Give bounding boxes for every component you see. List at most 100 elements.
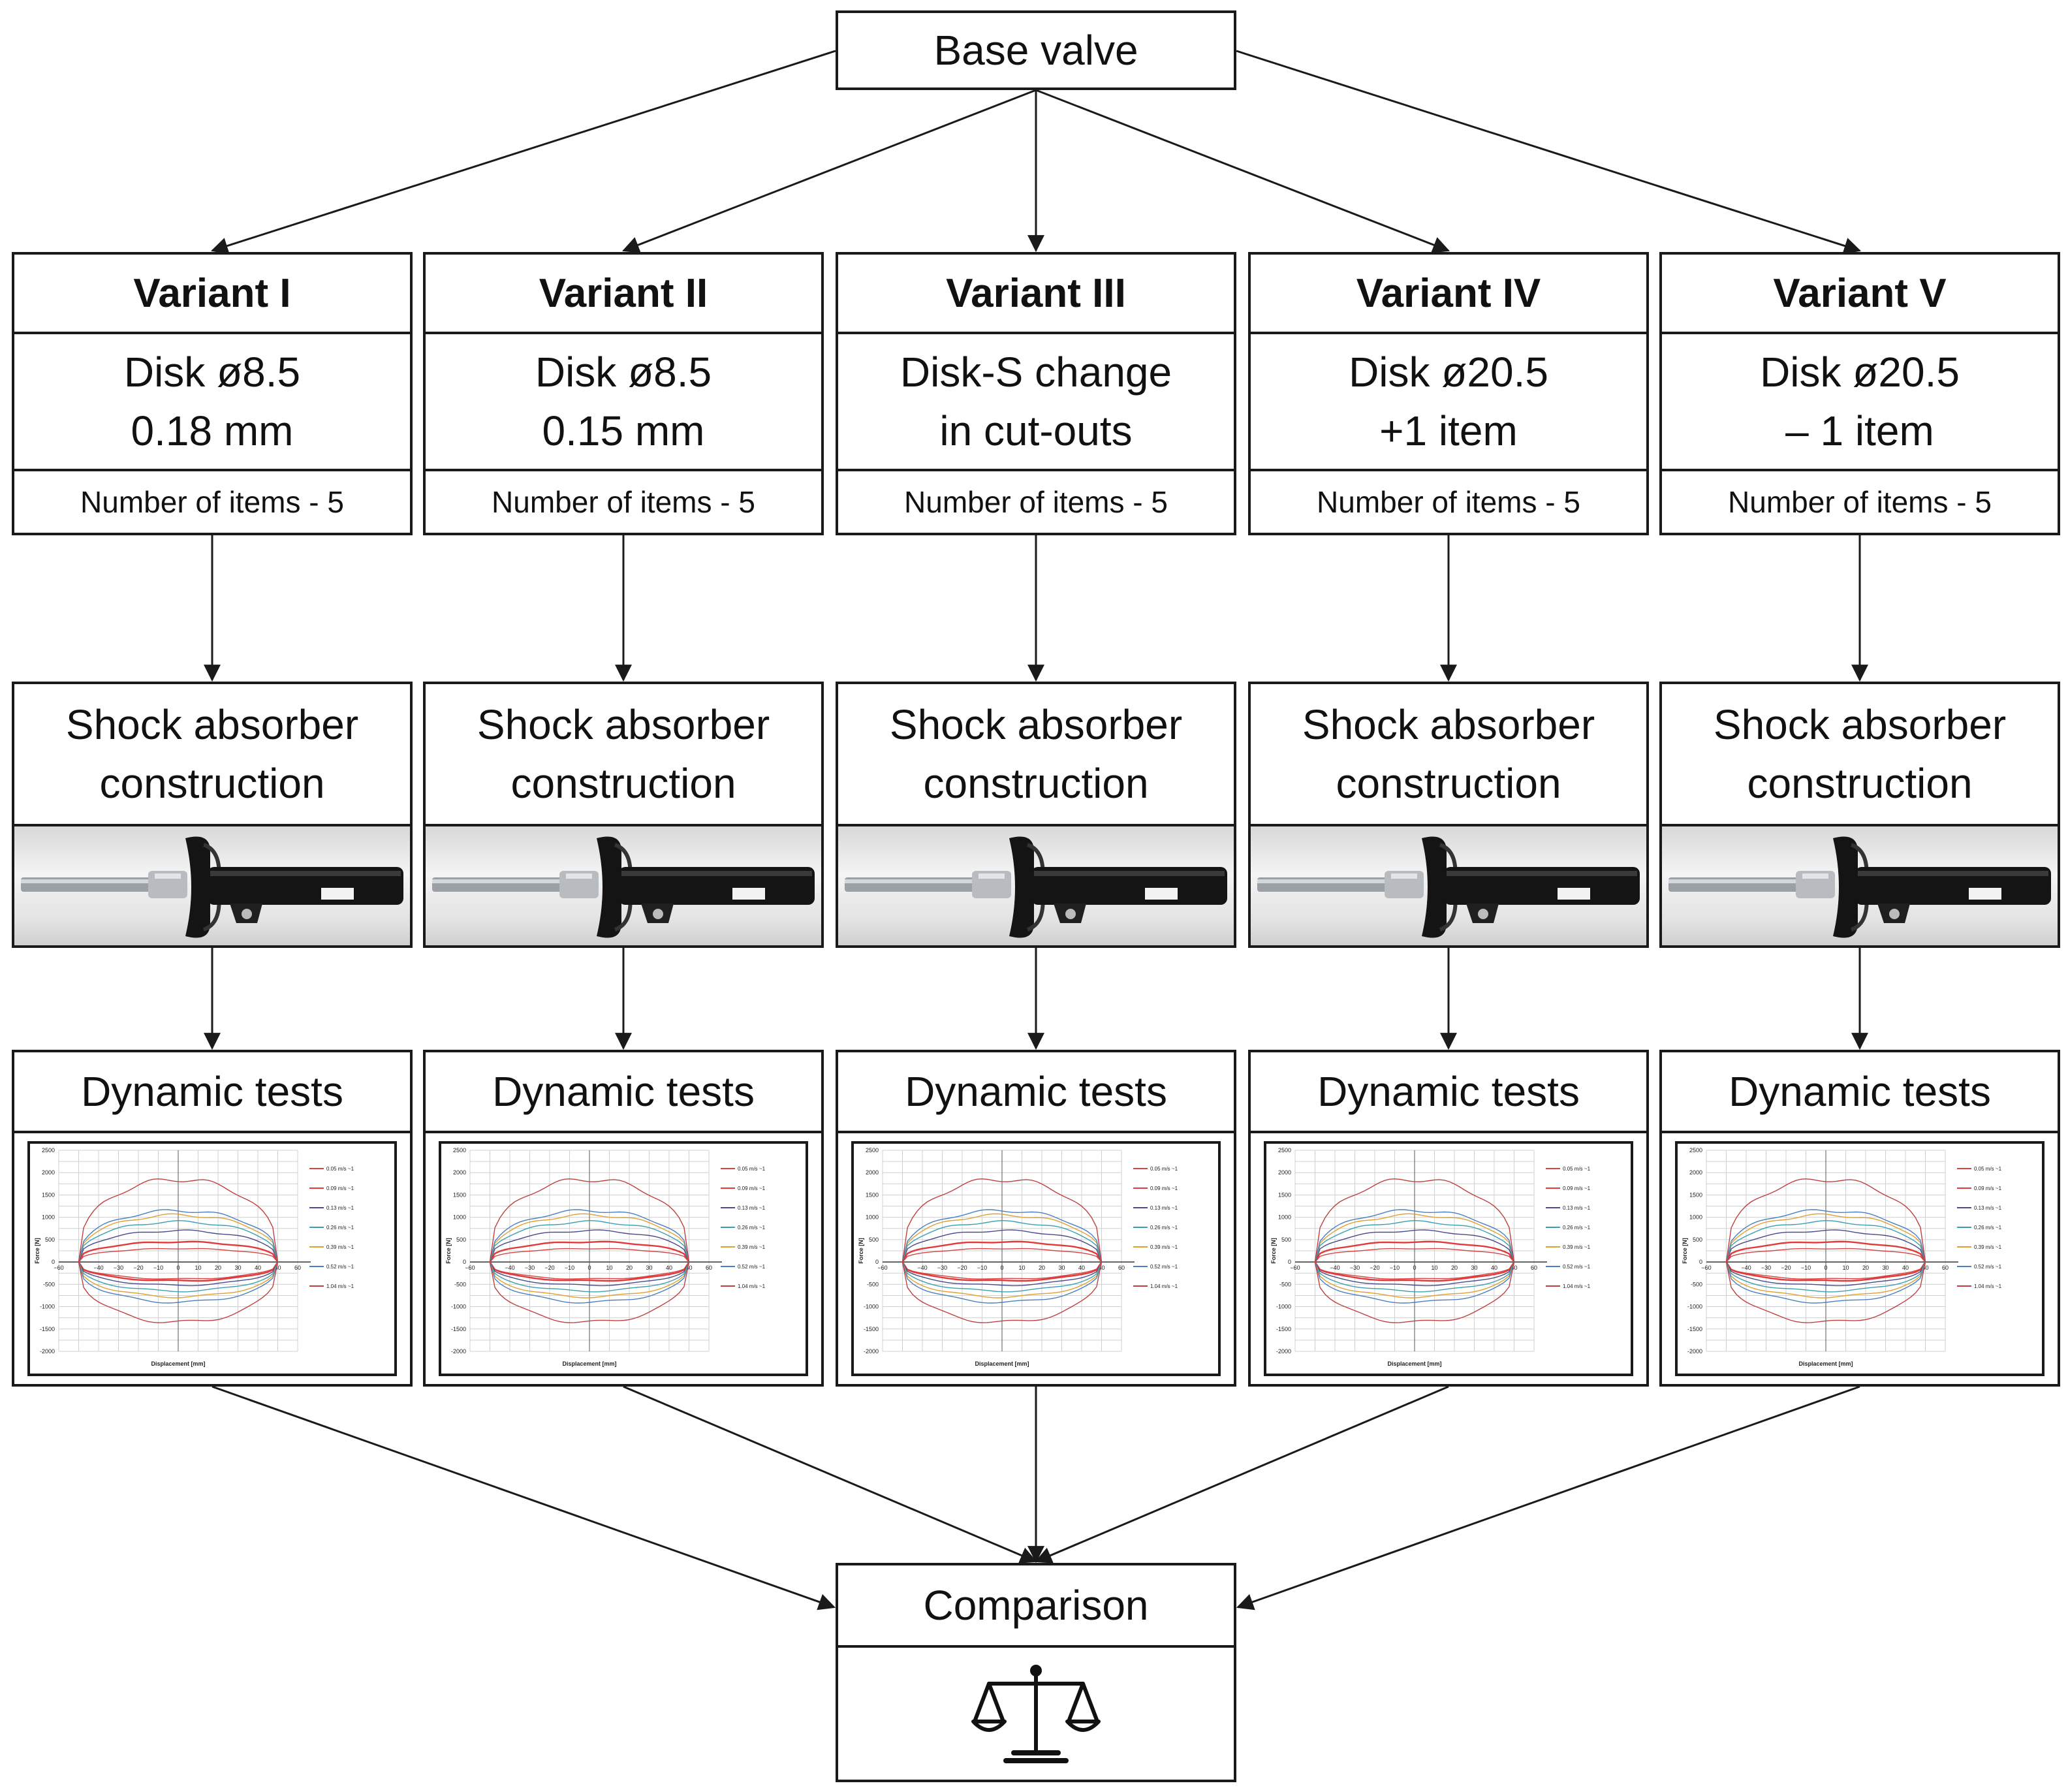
x-tick-label: 10: [1018, 1265, 1025, 1271]
y-tick-label: 500: [45, 1236, 55, 1243]
shock-absorber-photo: [426, 824, 821, 945]
y-tick-label: 1000: [866, 1214, 879, 1221]
arrow-tests-to-comparison: [212, 1385, 836, 1611]
variant-description: Disk ø20.5+1 item: [1251, 332, 1646, 469]
y-tick-label: 2000: [866, 1169, 879, 1176]
legend-label: 0.05 m/s ~1: [738, 1166, 766, 1172]
x-tick-label: −10: [1801, 1265, 1811, 1271]
y-tick-label: -1500: [40, 1326, 55, 1332]
x-axis-label: Displacement [mm]: [562, 1360, 616, 1367]
arrow-base-to-variant: [621, 89, 1037, 253]
y-axis-label: Force [N]: [1682, 1238, 1688, 1264]
legend-label: 0.39 m/s ~1: [1563, 1244, 1591, 1250]
construction-line1: Shock absorber: [1713, 701, 2007, 748]
x-tick-label: 0: [176, 1265, 180, 1271]
y-axis-label: Force [N]: [1270, 1238, 1277, 1264]
arrow-tests-to-comparison: [1236, 1385, 1860, 1611]
x-tick-label: 20: [215, 1265, 221, 1271]
variant-desc-line1: Disk ø20.5: [1760, 349, 1960, 396]
x-axis-label: Displacement [mm]: [151, 1360, 205, 1367]
y-tick-label: -2000: [864, 1348, 879, 1355]
x-tick-label: 20: [1451, 1265, 1458, 1271]
y-tick-label: -1500: [1687, 1326, 1702, 1332]
x-tick-label: −60: [54, 1265, 63, 1271]
x-tick-label: −10: [1390, 1265, 1400, 1271]
legend-label: 0.13 m/s ~1: [326, 1205, 354, 1211]
x-tick-label: 0: [588, 1265, 591, 1271]
legend-label: 0.26 m/s ~1: [1974, 1225, 2002, 1231]
arrow-base-to-variant: [1035, 89, 1450, 253]
force-displacement-chart: 25002000150010005000-500-1000-1500-2000−…: [858, 1147, 1178, 1367]
x-tick-label: 10: [606, 1265, 612, 1271]
legend-label: 1.04 m/s ~1: [1150, 1283, 1178, 1289]
variant-desc-line1: Disk ø8.5: [535, 349, 712, 396]
x-tick-label: 40: [255, 1265, 261, 1271]
legend-label: 0.52 m/s ~1: [326, 1264, 354, 1270]
x-tick-label: 40: [1902, 1265, 1909, 1271]
y-tick-label: 500: [1693, 1236, 1702, 1243]
y-tick-label: -1000: [451, 1304, 466, 1310]
shock-absorber-photo: [1662, 824, 2058, 945]
legend-label: 0.09 m/s ~1: [738, 1186, 766, 1191]
x-tick-label: −20: [1781, 1265, 1791, 1271]
legend-label: 0.13 m/s ~1: [1150, 1205, 1178, 1211]
x-tick-label: −30: [1761, 1265, 1771, 1271]
shock-absorber-image: [1257, 836, 1640, 938]
legend-label: 0.26 m/s ~1: [326, 1225, 354, 1231]
y-axis-label: Force [N]: [858, 1238, 864, 1264]
variant-title: Variant IV: [1356, 270, 1541, 316]
legend-label: 0.26 m/s ~1: [1150, 1225, 1178, 1231]
x-tick-label: 30: [234, 1265, 241, 1271]
variant-desc-line1: Disk-S change: [900, 349, 1172, 396]
construction-line1: Shock absorber: [65, 701, 359, 748]
variant-description: Disk ø20.5– 1 item: [1662, 332, 2058, 469]
y-tick-label: 2000: [1689, 1169, 1702, 1176]
comparison-label: Comparison: [923, 1582, 1149, 1629]
x-tick-label: −20: [957, 1265, 967, 1271]
legend-label: 0.09 m/s ~1: [326, 1186, 354, 1191]
y-tick-label: 2500: [866, 1147, 879, 1154]
legend-label: 0.39 m/s ~1: [1974, 1244, 2002, 1250]
variant-desc-line2: 0.18 mm: [131, 407, 294, 454]
y-tick-label: 2500: [42, 1147, 55, 1154]
x-tick-label: −30: [1350, 1265, 1360, 1271]
force-displacement-chart: 25002000150010005000-500-1000-1500-2000−…: [34, 1147, 354, 1367]
legend-label: 0.05 m/s ~1: [326, 1166, 354, 1172]
y-tick-label: -1000: [1276, 1304, 1291, 1310]
balance-scale-icon: [971, 1665, 1101, 1763]
x-tick-label: 10: [1842, 1265, 1849, 1271]
variant-item-count: Number of items - 5: [426, 469, 821, 533]
x-tick-label: −40: [1330, 1265, 1340, 1271]
variant-desc-line1: Disk ø8.5: [123, 349, 301, 396]
y-tick-label: -1000: [1687, 1304, 1702, 1310]
y-tick-label: -500: [43, 1281, 55, 1287]
variant-desc-line2: 0.15 mm: [542, 407, 705, 454]
y-tick-label: -500: [1279, 1281, 1291, 1287]
series-loop: [489, 1178, 690, 1323]
x-tick-label: −10: [153, 1265, 163, 1271]
y-tick-label: 1000: [1278, 1214, 1291, 1221]
dynamic-tests-label: Dynamic tests: [81, 1068, 343, 1115]
x-tick-label: −40: [917, 1265, 927, 1271]
x-tick-label: −40: [505, 1265, 514, 1271]
legend-label: 0.09 m/s ~1: [1563, 1186, 1591, 1191]
x-axis-label: Displacement [mm]: [1387, 1360, 1441, 1367]
legend-label: 0.26 m/s ~1: [1563, 1225, 1591, 1231]
legend-label: 0.52 m/s ~1: [1974, 1264, 2002, 1270]
